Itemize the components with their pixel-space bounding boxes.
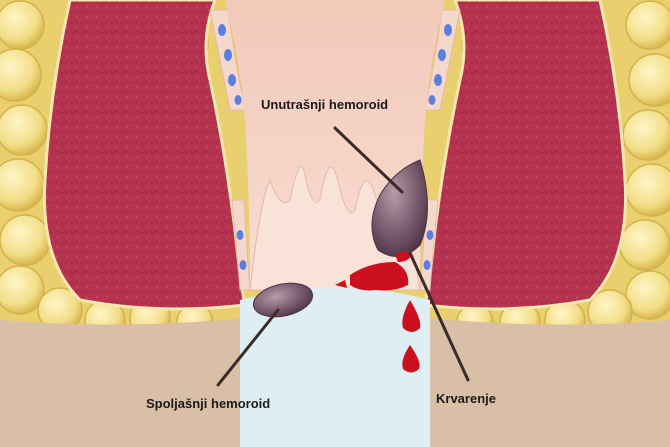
anal-opening [240,287,430,447]
veins-right [419,9,461,291]
internal-hemorrhoid-shape [371,159,428,257]
blood-drop-1 [402,300,421,332]
pointer-lines [216,126,470,387]
skin-left [0,318,250,447]
pointer-external [216,308,280,387]
veins-left [209,9,251,291]
blood-drop-2 [402,345,420,373]
label-bleeding: Krvarenje [436,391,496,406]
skin-right [430,318,670,447]
label-internal-hemorrhoid: Unutrašnji hemoroid [261,97,389,112]
blood [335,251,421,373]
sphincter-muscle-right [423,0,628,311]
external-hemorrhoid-shape [252,282,314,318]
pointer-internal [333,126,404,194]
sphincter-muscle-left [42,0,247,311]
label-external-hemorrhoid: Spoljašnji hemoroid [146,396,271,411]
pointer-bleeding [408,251,470,382]
